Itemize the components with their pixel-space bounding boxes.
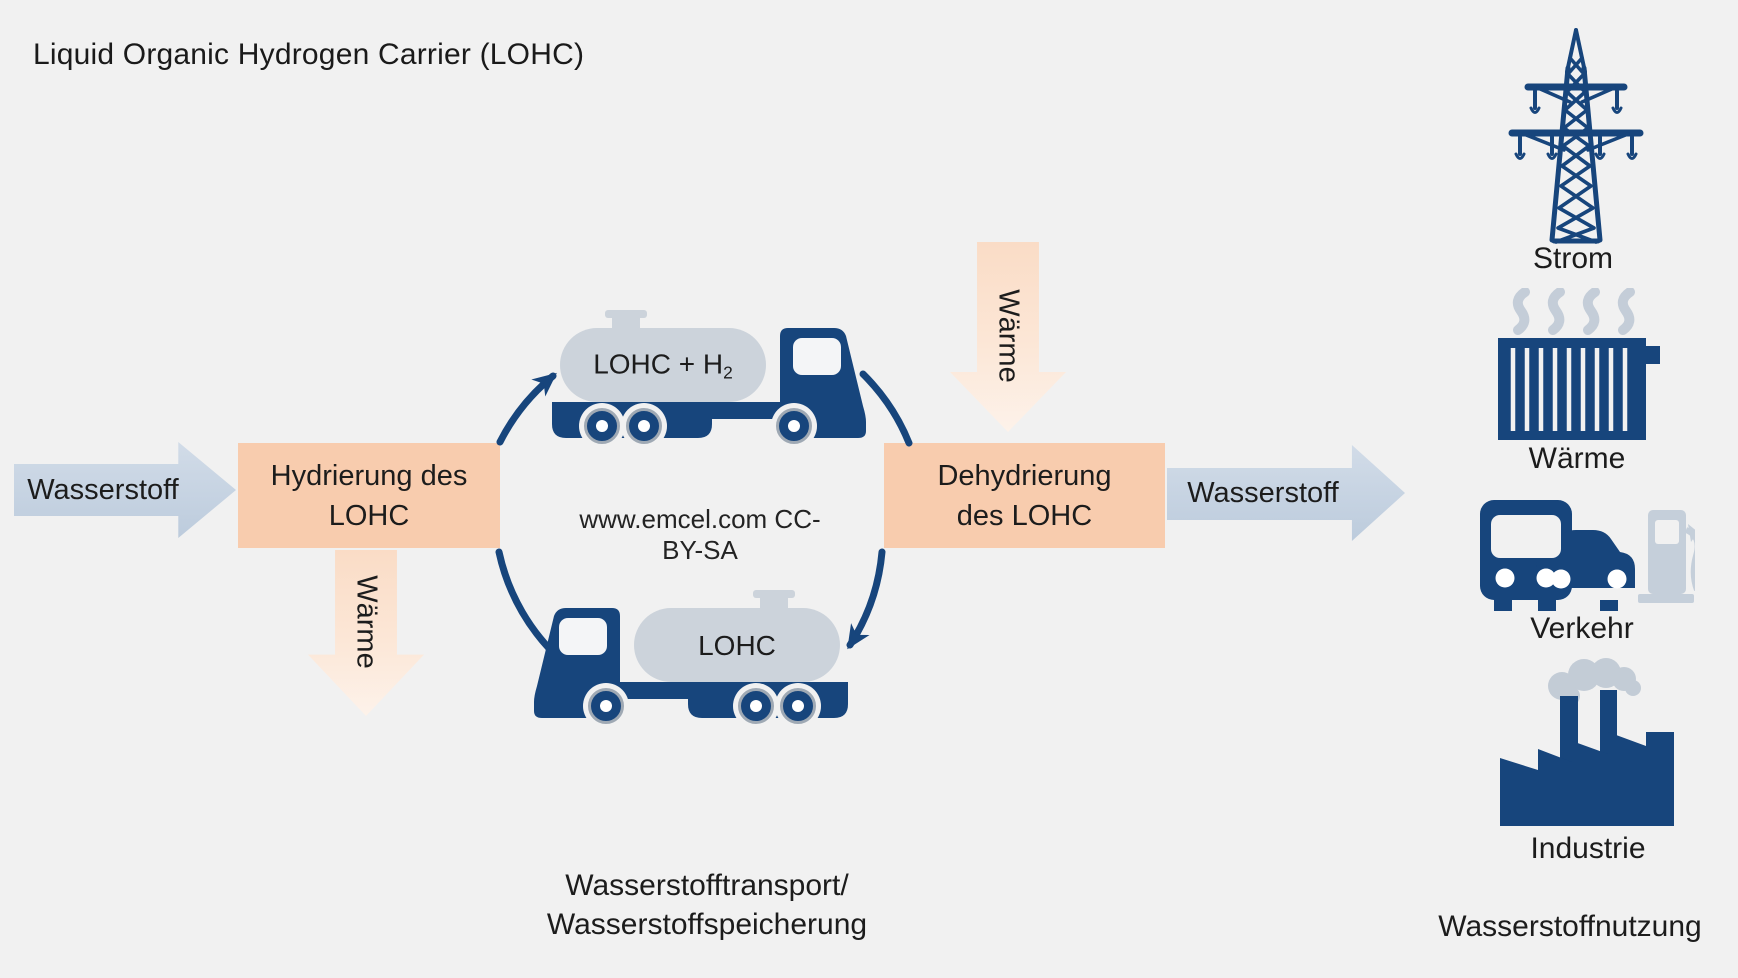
vehicles-icon (1480, 500, 1695, 611)
hydrogen-output-arrow: Wasserstoff (1167, 445, 1405, 541)
loaded-tank-label: LOHC + H2 (593, 348, 733, 383)
usage-label-verkehr: Verkehr (1530, 612, 1634, 645)
dehydrogenation-line2: des LOHC (956, 499, 1093, 532)
loaded-tanker-truck-icon (552, 310, 866, 449)
heat-release-label: Wärme (350, 575, 383, 669)
heat-supply-label: Wärme (992, 289, 1025, 383)
hydrogen-input-arrow: Wasserstoff (14, 442, 236, 538)
radiator-icon (1498, 288, 1660, 440)
usage-label-industrie: Industrie (1530, 832, 1646, 865)
hydrogenation-box: Hydrierung des LOHC (238, 443, 500, 548)
hydrogen-output-label: Wasserstoff (1187, 476, 1339, 509)
empty-tanker-truck-icon (534, 590, 848, 729)
credit-text: www.emcel.com CC-BY-SA (579, 504, 821, 565)
usage-label-strom: Strom (1532, 242, 1613, 275)
power-pylon-icon (1508, 28, 1644, 244)
factory-icon (1500, 658, 1674, 826)
h2-subscript: 2 (723, 362, 733, 383)
dehydrogenation-box: Dehydrierung des LOHC (884, 443, 1165, 548)
heat-release-arrow: Wärme (308, 550, 424, 716)
transport-storage-caption: Wasserstofftransport/ Wasserstoffspeiche… (546, 869, 868, 941)
hydrogenation-line1: Hydrierung des (270, 459, 468, 492)
page-title: Liquid Organic Hydrogen Carrier (LOHC) (33, 38, 585, 71)
usage-label-waerme: Wärme (1528, 442, 1626, 475)
empty-tank-label: LOHC (698, 630, 776, 661)
hydrogenation-line2: LOHC (328, 499, 410, 532)
dehydrogenation-line1: Dehydrierung (937, 459, 1112, 492)
hydrogen-input-label: Wasserstoff (27, 473, 179, 506)
usage-heading: Wasserstoffnutzung (1438, 910, 1702, 943)
